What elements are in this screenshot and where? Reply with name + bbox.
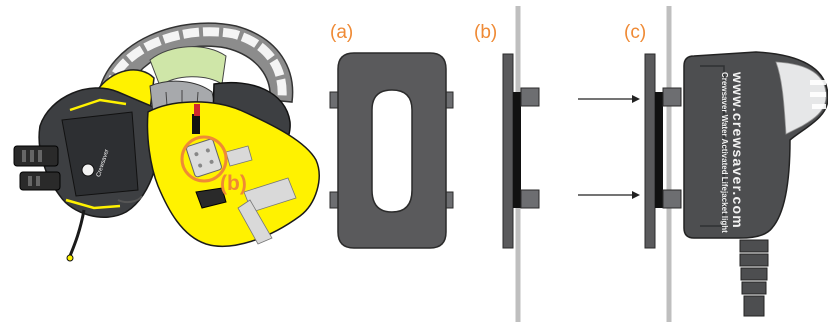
lifejacket-inner-lining	[150, 47, 226, 86]
panel-label-b: (b)	[474, 22, 497, 44]
panel-label-a: (a)	[330, 22, 353, 44]
light-attachment-view	[578, 6, 828, 322]
panel-label-c: (c)	[624, 22, 646, 44]
lifejacket-illustration	[14, 23, 319, 261]
bracket-side-view	[503, 6, 539, 322]
light-unit-url: www.crewsaver.com	[730, 72, 746, 229]
callout-label: (b)	[220, 172, 247, 196]
light-unit-description: Crewsaver Water Activated Lifejacket lig…	[720, 72, 729, 233]
bracket-front-view	[330, 53, 453, 248]
lifejacket-light-unit	[684, 52, 828, 316]
